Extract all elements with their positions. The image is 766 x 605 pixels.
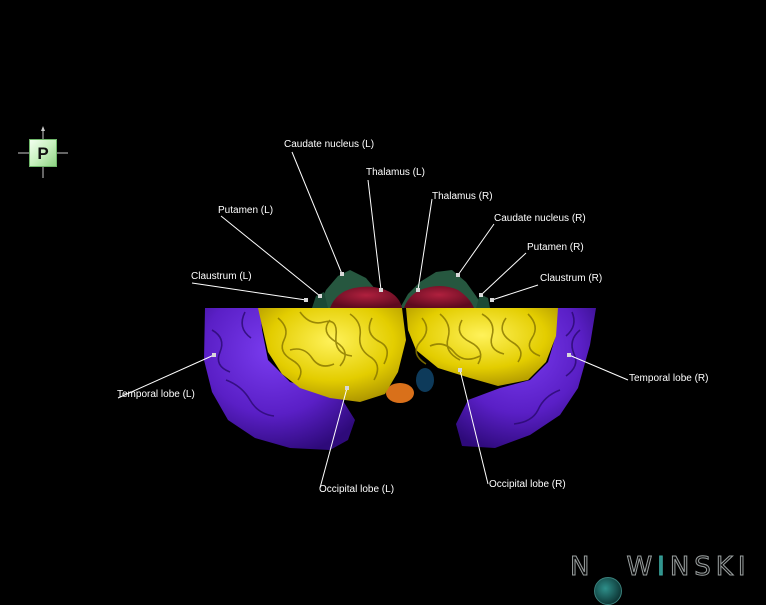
putamen-left-shape: [312, 292, 328, 308]
label-caudate-nucleus-left: Caudate nucleus (L): [284, 139, 375, 150]
orientation-cube[interactable]: P: [16, 126, 70, 180]
occipital-lobe-right: [406, 308, 558, 386]
orientation-axes-icon: [18, 126, 68, 178]
gyri-pattern: [277, 311, 541, 381]
label-thalamus-left: Thalamus (L): [366, 167, 425, 178]
putamen-right-shape: [476, 294, 490, 308]
temporal-lobe-right: [456, 308, 596, 448]
label-occipital-lobe-left: Occipital lobe (L): [319, 484, 395, 495]
temporal-sulci: [211, 311, 581, 425]
label-claustrum-right: Claustrum (R): [540, 273, 603, 284]
label-temporal-lobe-right: Temporal lobe (R): [629, 373, 709, 384]
label-temporal-lobe-left: Temporal lobe (L): [117, 389, 195, 400]
leader-lines: [117, 151, 629, 489]
label-caudate-nucleus-right: Caudate nucleus (R): [494, 213, 586, 224]
midline-structure-orange: [386, 383, 414, 403]
logo-brain-o-icon: O: [594, 577, 623, 605]
midline-structure-blue: [416, 368, 434, 392]
logo-text-n: N: [569, 552, 595, 583]
label-putamen-right: Putamen (R): [527, 242, 584, 253]
leader-endpoints: [212, 272, 571, 390]
label-claustrum-left: Claustrum (L): [191, 271, 252, 282]
thalamus-right-shape: [404, 286, 474, 308]
logo-text-i: I: [657, 552, 670, 583]
nowinski-logo: NOWINSKI: [569, 552, 751, 605]
thalamus-left-shape: [330, 286, 402, 308]
label-putamen-left: Putamen (L): [218, 205, 274, 216]
logo-text-nski: NSKI: [669, 552, 751, 583]
label-occipital-lobe-right: Occipital lobe (R): [489, 479, 566, 490]
temporal-lobe-left: [204, 308, 355, 450]
orientation-label: P: [29, 139, 57, 167]
logo-text-w: W: [626, 552, 658, 583]
label-thalamus-right: Thalamus (R): [432, 191, 493, 202]
